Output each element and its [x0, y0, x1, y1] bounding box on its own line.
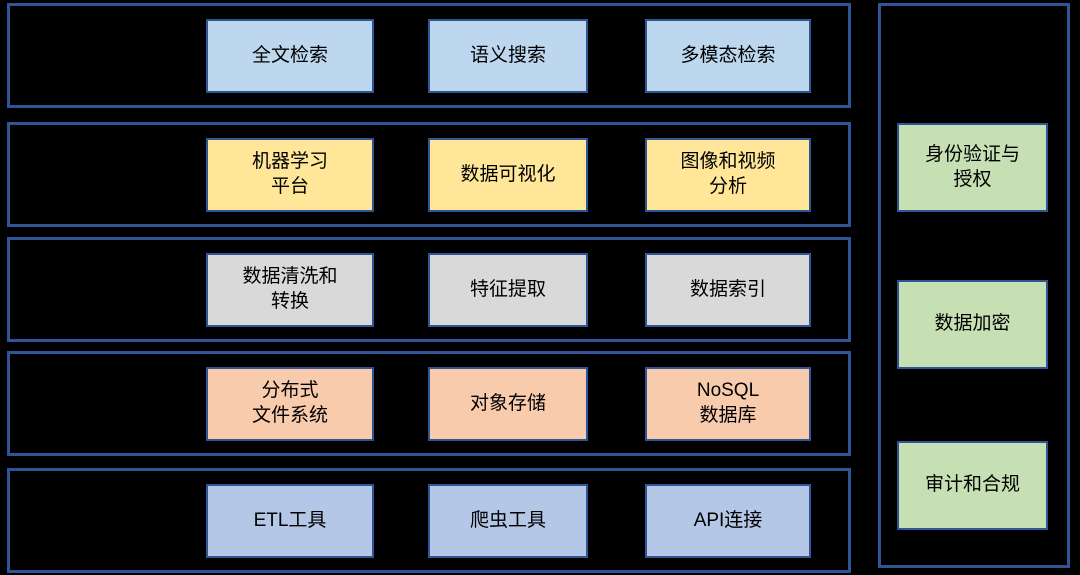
- box-object-storage: 对象存储: [428, 367, 588, 441]
- box-data-indexing: 数据索引: [645, 253, 811, 327]
- box-nosql-database: NoSQL 数据库: [645, 367, 811, 441]
- box-machine-learning-platform: 机器学习 平台: [206, 138, 374, 212]
- box-full-text-search: 全文检索: [206, 19, 374, 93]
- box-etl-tools: ETL工具: [206, 484, 374, 558]
- box-data-encryption: 数据加密: [897, 280, 1048, 369]
- layer-row-ingestion: ETL工具 爬虫工具 API连接: [7, 468, 851, 573]
- box-authentication-authorization: 身份验证与 授权: [897, 123, 1048, 212]
- box-api-connection: API连接: [645, 484, 811, 558]
- security-side-panel: 身份验证与 授权 数据加密 审计和合规: [878, 3, 1070, 568]
- layer-row-processing: 数据清洗和 转换 特征提取 数据索引: [7, 237, 851, 342]
- layer-row-search: 全文检索 语义搜索 多模态检索: [7, 3, 851, 108]
- box-crawler-tools: 爬虫工具: [428, 484, 588, 558]
- box-audit-compliance: 审计和合规: [897, 441, 1048, 530]
- box-data-cleaning-transform: 数据清洗和 转换: [206, 253, 374, 327]
- box-data-visualization: 数据可视化: [428, 138, 588, 212]
- layer-row-storage: 分布式 文件系统 对象存储 NoSQL 数据库: [7, 351, 851, 456]
- layer-row-analytics: 机器学习 平台 数据可视化 图像和视频 分析: [7, 122, 851, 227]
- box-distributed-file-system: 分布式 文件系统: [206, 367, 374, 441]
- box-feature-extraction: 特征提取: [428, 253, 588, 327]
- box-semantic-search: 语义搜索: [428, 19, 588, 93]
- box-image-video-analysis: 图像和视频 分析: [645, 138, 811, 212]
- box-multimodal-retrieval: 多模态检索: [645, 19, 811, 93]
